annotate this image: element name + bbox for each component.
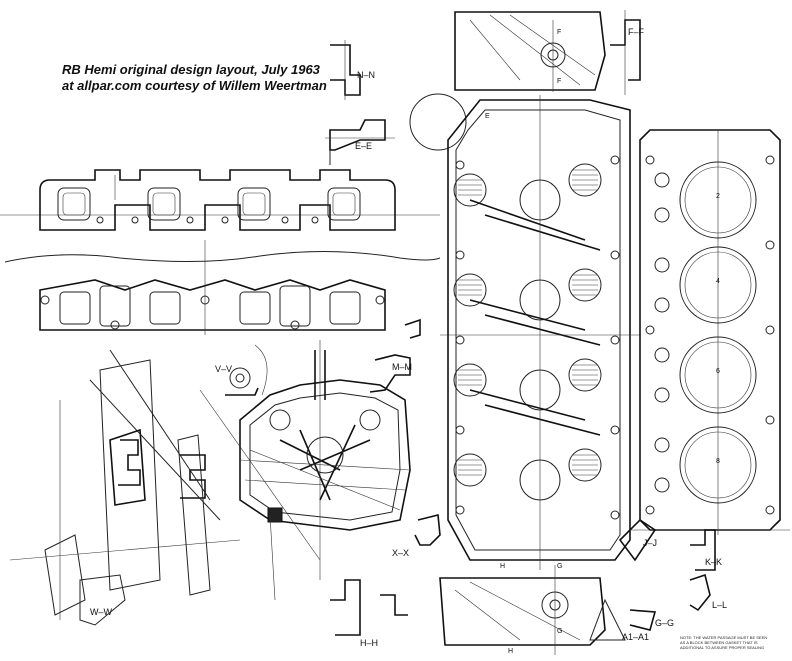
cylinder-number-4: 4 xyxy=(716,278,720,285)
label-section-gg: G–G xyxy=(655,618,675,628)
label-section-jj: J–J xyxy=(643,538,658,548)
gasket-note: NOTE: THE WATER PASSAGE MUST BE SEEN AS … xyxy=(680,635,768,650)
label-section-ee: E–E xyxy=(355,141,373,151)
label-g-mark: G xyxy=(557,563,563,570)
label-section-hh: H–H xyxy=(360,638,379,648)
caption-line-2: at allpar.com courtesy of Willem Weertma… xyxy=(62,78,327,93)
head-gasket-plan xyxy=(630,129,790,535)
label-section-xx: X–X xyxy=(392,548,410,558)
caption-line-1: RB Hemi original design layout, July 196… xyxy=(62,62,320,77)
section-xx-hh-gg xyxy=(330,513,606,655)
label-section-nn: N–N xyxy=(357,70,376,80)
section-nn-ff-top xyxy=(330,10,641,100)
section-vv-mm xyxy=(225,318,421,396)
section-jj-kk-ll xyxy=(589,518,716,641)
label-section-mm: M–M xyxy=(392,362,412,372)
label-section-kk: K–K xyxy=(705,557,723,567)
cylinder-head-plan xyxy=(409,93,640,570)
label-f-top: F xyxy=(557,29,562,36)
label-h-mark: H xyxy=(500,563,506,570)
port-flange-layout xyxy=(0,169,441,335)
label-g-mark-2: G xyxy=(557,628,563,635)
label-section-a1a1: A1–A1 xyxy=(622,632,650,642)
rocker-side-views xyxy=(9,349,321,626)
head-cross-section xyxy=(239,340,411,601)
cylinder-number-6: 6 xyxy=(716,368,720,375)
drawing-caption: RB Hemi original design layout, July 196… xyxy=(62,62,327,94)
label-h-mark-2: H xyxy=(508,648,514,655)
label-e-mark: E xyxy=(485,113,490,120)
label-section-ll: L–L xyxy=(712,600,728,610)
section-ee xyxy=(325,119,395,165)
cylinder-number-8: 8 xyxy=(716,458,720,465)
label-f-bottom: F xyxy=(557,78,562,85)
label-section-ff: F–F xyxy=(628,27,645,37)
label-section-ww: W–W xyxy=(90,607,112,617)
cylinder-number-2: 2 xyxy=(716,193,720,200)
label-section-vv: V–V xyxy=(215,364,233,374)
